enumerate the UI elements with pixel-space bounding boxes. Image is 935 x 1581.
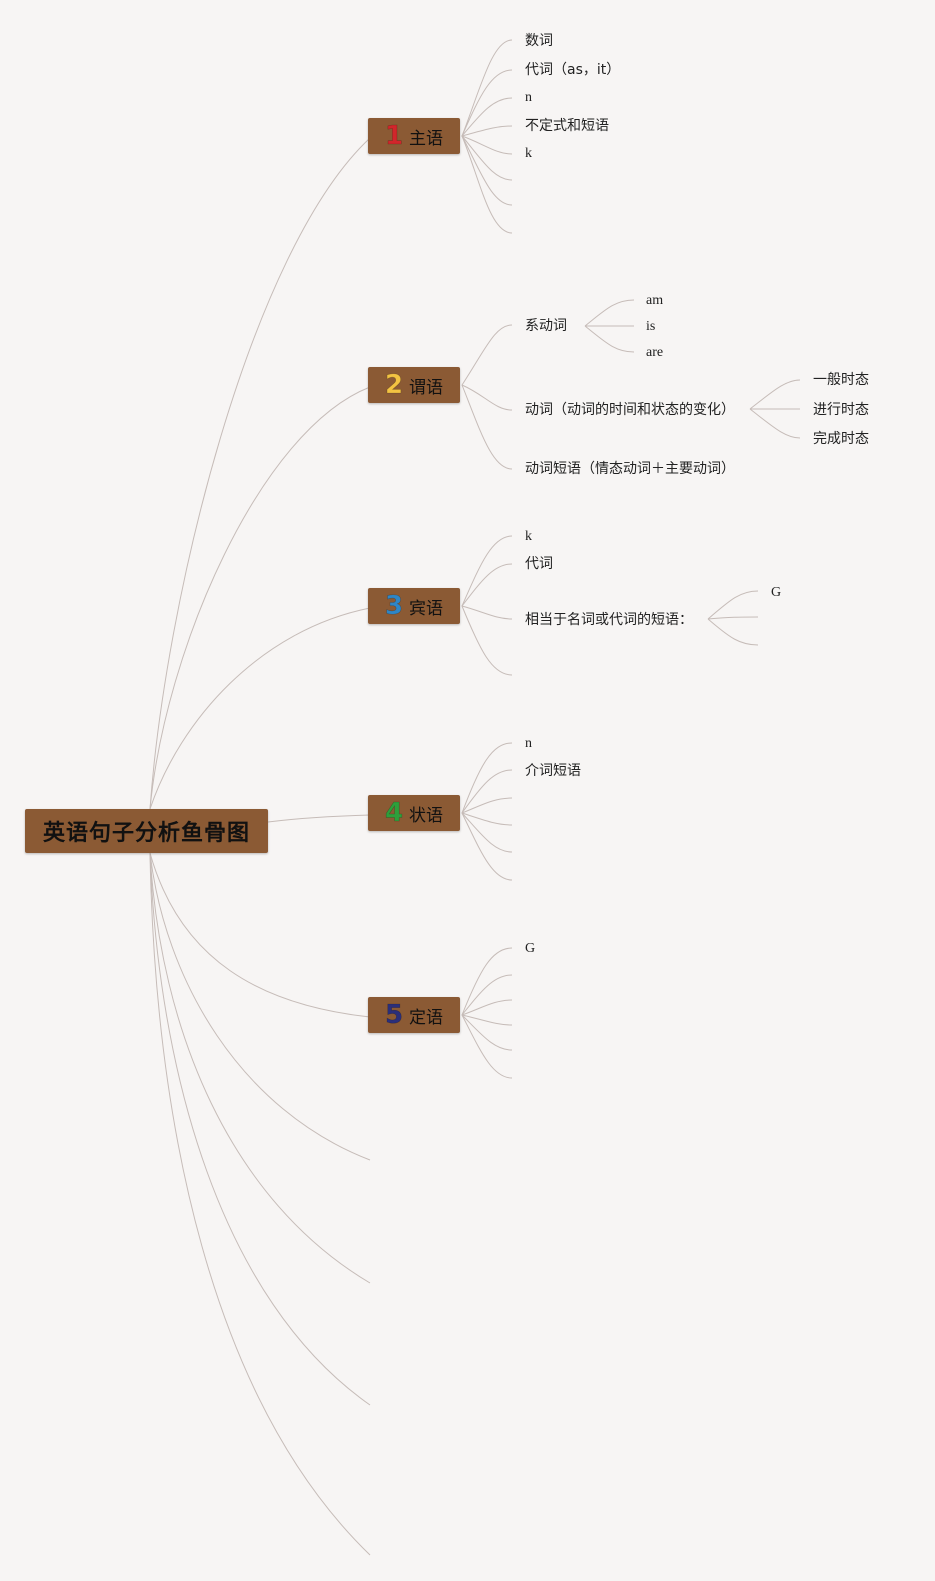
root-node[interactable]: 英语句子分析鱼骨图: [25, 809, 268, 853]
linking-item-are[interactable]: are: [646, 345, 664, 360]
topic-object[interactable]: 3 宾语: [368, 588, 460, 624]
topic-predicate[interactable]: 2 谓语: [368, 367, 460, 403]
adverbial-item-prep-phrase[interactable]: 介词短语: [525, 763, 581, 779]
number-3-icon: 3: [384, 591, 404, 621]
subject-item-k[interactable]: k: [525, 146, 532, 161]
number-2-icon: 2: [384, 370, 404, 400]
topic-label-adverbial: 状语: [409, 805, 444, 826]
number-5-icon: 5: [384, 1000, 404, 1030]
tense-perfect[interactable]: 完成时态: [813, 431, 869, 447]
linking-item-is[interactable]: is: [646, 319, 656, 334]
number-1-icon: 1: [384, 121, 404, 151]
connector-root-topic5: [149, 852, 371, 1018]
subject-item-infinitive[interactable]: 不定式和短语: [525, 118, 609, 134]
subject-item-numeral[interactable]: 数词: [525, 33, 553, 49]
connector-root-topic3: [149, 607, 371, 810]
subject-item-n[interactable]: n: [525, 90, 532, 105]
predicate-verb[interactable]: 动词（动词的时间和状态的变化）: [525, 402, 735, 418]
connector-root-topic4: [267, 814, 371, 823]
tense-progressive[interactable]: 进行时态: [813, 402, 869, 418]
tense-simple[interactable]: 一般时态: [813, 372, 869, 388]
attributive-item-g[interactable]: G: [525, 941, 536, 956]
predicate-verb-phrase[interactable]: 动词短语（情态动词＋主要动词）: [525, 461, 735, 477]
object-equivalent-item-g[interactable]: G: [771, 585, 782, 600]
object-item-k[interactable]: k: [525, 529, 532, 544]
topic-subject[interactable]: 1 主语: [368, 118, 460, 154]
connector-root-empty1: [149, 852, 371, 1161]
topic-adverbial[interactable]: 4 状语: [368, 795, 460, 831]
linking-item-am[interactable]: am: [646, 293, 664, 308]
connector-root-empty2: [149, 852, 371, 1284]
topic-label-subject: 主语: [409, 128, 444, 149]
connector-root-empty3: [149, 852, 371, 1406]
connector-root-empty4: [149, 852, 371, 1556]
topic-label-attributive: 定语: [409, 1007, 444, 1028]
connector-root-topic1: [149, 137, 371, 810]
number-4-icon: 4: [384, 798, 404, 828]
topic-label-predicate: 谓语: [409, 377, 444, 398]
object-item-pronoun[interactable]: 代词: [525, 556, 553, 572]
object-equivalent-phrase[interactable]: 相当于名词或代词的短语：: [525, 612, 693, 628]
topic-label-object: 宾语: [409, 598, 444, 619]
subject-item-pronoun[interactable]: 代词（as，it）: [525, 62, 621, 78]
adverbial-item-n[interactable]: n: [525, 736, 532, 751]
predicate-linking-verb[interactable]: 系动词: [525, 318, 567, 334]
connector-root-topic2: [149, 386, 371, 810]
root-title: 英语句子分析鱼骨图: [42, 821, 250, 846]
topic-attributive[interactable]: 5 定语: [368, 997, 460, 1033]
